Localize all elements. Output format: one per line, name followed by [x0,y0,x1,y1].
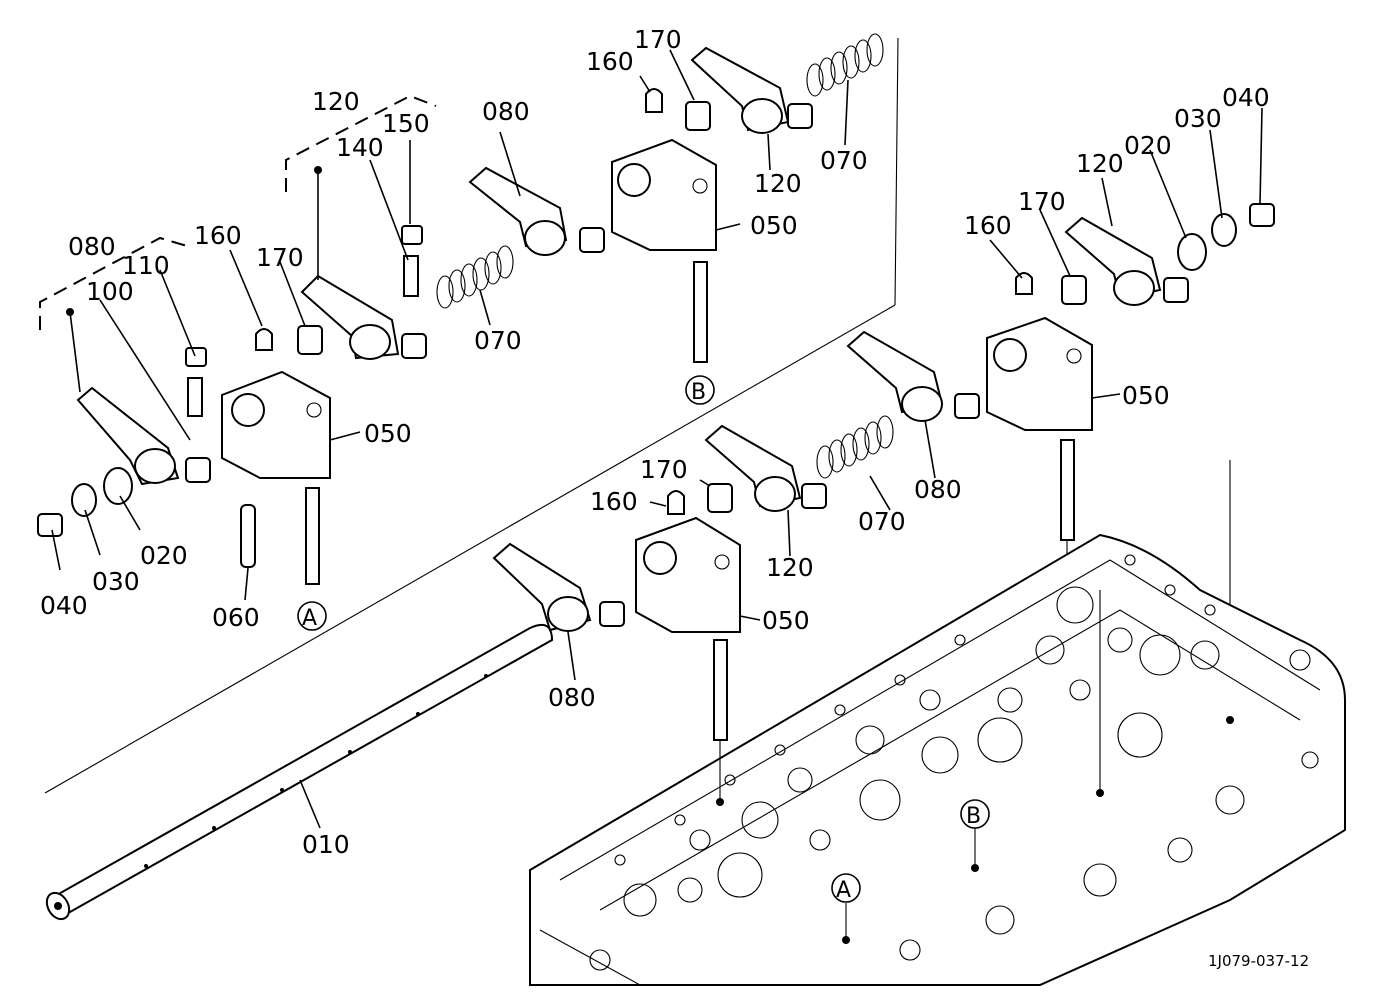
callout-070: 070 [858,507,906,536]
callout-050: 050 [1122,381,1170,410]
bracket-left [39,236,188,330]
marker-b: B [966,804,981,829]
rocker-shaft [45,624,554,921]
washers-and-bolts [37,203,1275,537]
callout-120: 120 [312,87,360,116]
callout-120: 120 [766,553,814,582]
callout-030: 030 [1174,104,1222,133]
bracket-dots [66,166,322,316]
cylinder-head [529,533,1346,986]
callout-160: 160 [964,211,1012,240]
callout-020: 020 [1124,131,1172,160]
studs [305,261,1101,938]
callout-labels: 010 020 020 030 030 040 040 050 050 050 … [40,25,1270,859]
callout-050: 050 [750,211,798,240]
callout-080: 080 [482,97,530,126]
callout-140: 140 [336,133,384,162]
leader-lines [51,49,1263,829]
callout-070: 070 [474,326,522,355]
callout-170: 170 [640,455,688,484]
callout-120: 120 [754,169,802,198]
marker-a: A [302,606,317,631]
callout-080: 080 [68,232,116,261]
callout-020: 020 [140,541,188,570]
callout-080: 080 [914,475,962,504]
reference-markers: A B B A [297,375,990,903]
caps-and-nuts [185,88,1087,515]
rocker-arms [76,46,1189,632]
rocker-brackets [221,138,1093,633]
callout-010: 010 [302,830,350,859]
marker-a: A [836,878,851,903]
callout-070: 070 [820,146,868,175]
callout-170: 170 [256,243,304,272]
callout-120: 120 [1076,149,1124,178]
callout-030: 030 [92,567,140,596]
callout-040: 040 [40,591,88,620]
figure-code: 1J079-037-12 [1208,952,1309,970]
callout-170: 170 [634,25,682,54]
marker-b-circle [960,799,990,829]
marker-a-circle [831,873,861,903]
callout-170: 170 [1018,187,1066,216]
callout-160: 160 [194,221,242,250]
bracket-upper [285,94,437,192]
marker-b-circle [685,375,715,405]
springs [436,33,894,479]
dowel-pin [240,504,256,568]
callout-160: 160 [586,47,634,76]
marker-a-circle [297,601,327,631]
callout-100: 100 [86,277,134,306]
callout-160: 160 [590,487,638,516]
callout-060: 060 [212,603,260,632]
callout-050: 050 [762,606,810,635]
callout-080: 080 [548,683,596,712]
callout-040: 040 [1222,83,1270,112]
callout-110: 110 [122,251,170,280]
callout-150: 150 [382,109,430,138]
marker-b: B [691,380,706,405]
callout-050: 050 [364,419,412,448]
